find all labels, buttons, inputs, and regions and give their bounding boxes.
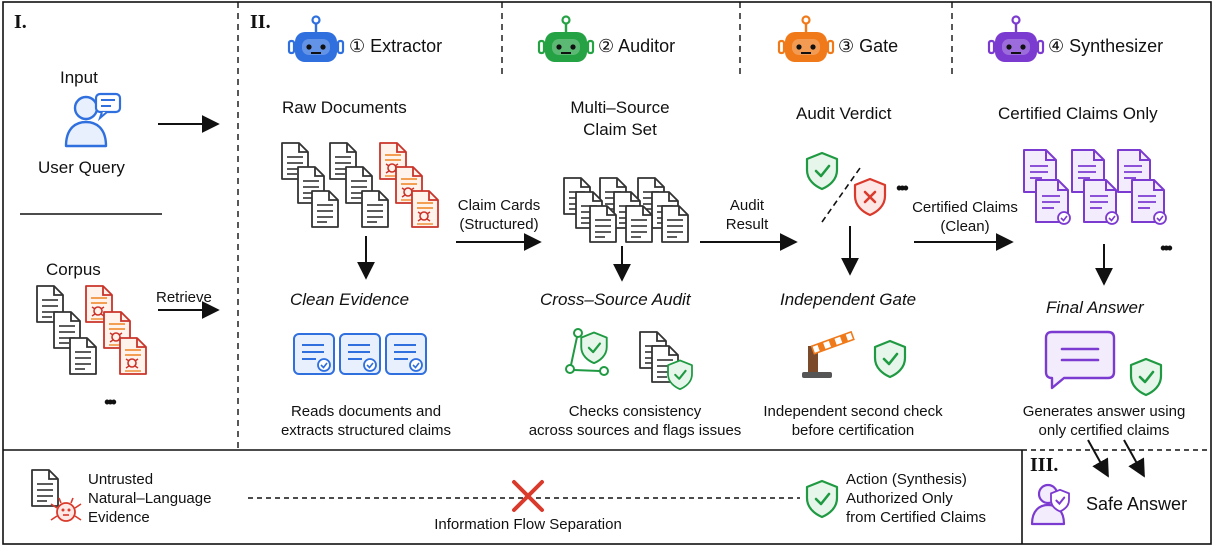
cross-source-audit-step: Cross–Source Audit [540, 290, 691, 309]
safe-answer-arrow-2 [1123, 439, 1145, 478]
audit-verdict-title: Audit Verdict [796, 104, 892, 123]
untrusted-label-line3: Evidence [88, 509, 150, 526]
corpus-documents-icon [36, 285, 147, 375]
gate-shield-icon [873, 339, 907, 379]
agent-label-gate: ③ Gate [838, 36, 899, 56]
final-answer-step: Final Answer [1046, 298, 1144, 317]
audit-result-label-line1: Audit [729, 197, 765, 214]
synthesizer-desc-line2: only certified claims [1038, 422, 1170, 439]
untrusted-label-line1: Untrusted [88, 471, 154, 488]
certified-claims-label-line1: Certified Claims [912, 199, 1018, 216]
safe-user-icon [1030, 483, 1070, 526]
network-shield-icon [565, 328, 609, 376]
audit-shield-icon [666, 359, 694, 391]
raw-documents-title: Raw Documents [282, 98, 407, 117]
synthesizer-desc-line1: Generates answer using [1022, 403, 1186, 420]
retrieve-label: Retrieve [156, 289, 212, 306]
verdict-ellipsis: ••• [896, 178, 909, 198]
claim-set-title-line1: Multi–Source [570, 98, 670, 117]
barrier-gate-icon [802, 330, 855, 378]
robot-icon-extractor [287, 15, 345, 64]
action-label-line1: Action (Synthesis) [846, 471, 967, 488]
section-three-label: III. [1030, 454, 1059, 476]
input-label: Input [60, 68, 98, 87]
verdict-divider [821, 167, 861, 223]
robot-icon-auditor [537, 15, 595, 64]
untrusted-evidence-icon [31, 469, 82, 522]
certified-documents-icon [1023, 149, 1167, 225]
audit-result-label-line2: Result [725, 216, 769, 233]
certified-claims-title: Certified Claims Only [998, 104, 1158, 123]
authorized-shield-icon [805, 479, 839, 519]
claim-set-title-line2: Claim Set [583, 120, 657, 139]
answer-bubble-icon [1044, 330, 1116, 390]
agent-label-auditor: ② Auditor [598, 36, 676, 56]
certified-claims-label-line2: (Clean) [940, 218, 990, 235]
safe-answer-label: Safe Answer [1086, 494, 1188, 514]
auditor-desc-line1: Checks consistency [568, 403, 702, 420]
clean-evidence-cards-icon [293, 333, 427, 375]
answer-shield-icon [1129, 357, 1163, 397]
pass-shield-icon [805, 151, 839, 191]
gate-desc-line1: Independent second check [763, 403, 943, 420]
action-label-line2: Authorized Only [846, 490, 953, 507]
claim-cards-label-line2: (Structured) [459, 216, 539, 233]
section-one-label: I. [14, 11, 27, 33]
action-label-line3: from Certified Claims [846, 509, 987, 526]
agent-label-extractor: ① Extractor [349, 36, 443, 56]
user-query-label: User Query [38, 158, 125, 177]
raw-documents-icon [281, 142, 439, 228]
safe-answer-arrow-1 [1087, 439, 1109, 478]
corpus-ellipsis: ••• [104, 392, 117, 412]
independent-gate-step: Independent Gate [780, 290, 917, 309]
extractor-desc-line2: extracts structured claims [280, 422, 452, 439]
claim-set-documents-icon [563, 177, 689, 243]
certified-ellipsis: ••• [1160, 238, 1173, 258]
auditor-desc-line2: across sources and flags issues [528, 422, 742, 439]
extractor-desc-line1: Reads documents and [290, 403, 442, 420]
agent-label-synthesizer: ④ Synthesizer [1048, 36, 1164, 56]
fail-shield-icon [853, 177, 887, 217]
robot-icon-synthesizer [987, 15, 1045, 64]
block-cross-icon [512, 480, 544, 512]
gate-desc-line2: before certification [791, 422, 915, 439]
claim-cards-label-line1: Claim Cards [457, 197, 541, 214]
clean-evidence-step: Clean Evidence [290, 290, 410, 309]
corpus-label: Corpus [46, 260, 101, 279]
untrusted-label-line2: Natural–Language [88, 490, 212, 507]
separation-label: Information Flow Separation [434, 516, 622, 533]
robot-icon-gate [777, 15, 835, 64]
user-icon [64, 92, 122, 148]
section-two-label: II. [250, 11, 271, 33]
